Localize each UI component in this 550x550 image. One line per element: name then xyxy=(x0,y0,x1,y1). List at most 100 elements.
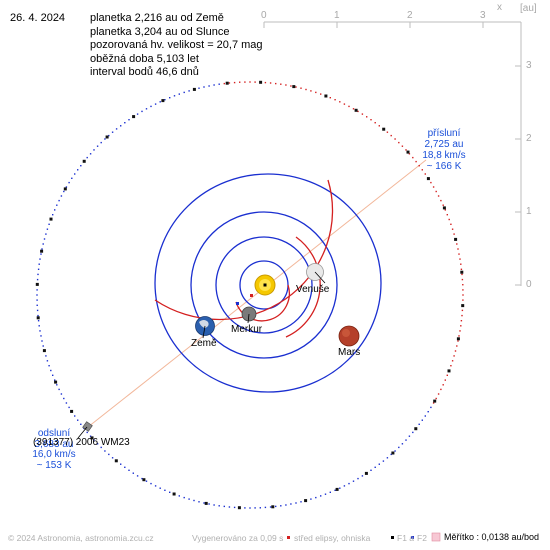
asteroid-position-mark xyxy=(40,249,44,253)
focus-mark xyxy=(236,302,239,305)
asteroid-orbit-dot xyxy=(462,294,464,296)
asteroid-orbit-dot xyxy=(108,134,110,137)
asteroid-orbit-dot xyxy=(424,415,426,417)
asteroid-orbit-dot xyxy=(412,431,414,434)
asteroid-orbit-dot xyxy=(280,83,282,85)
asteroid-orbit-dot xyxy=(442,384,444,386)
asteroid-orbit-dot xyxy=(401,443,404,445)
aphelion-box: odsluní 3,683 au 16,0 km/s ~ 153 K xyxy=(28,428,80,471)
asteroid-orbit-dot xyxy=(164,99,166,101)
asteroid-position-mark xyxy=(35,282,39,286)
asteroid-position-mark xyxy=(42,349,46,353)
x-tick-0: 0 xyxy=(261,10,267,21)
asteroid-orbit-dot xyxy=(188,90,190,92)
aphelion-title: odsluní xyxy=(37,428,71,439)
asteroid-orbit-dot xyxy=(310,498,312,500)
asteroid-orbit-dot xyxy=(77,169,79,171)
asteroid-position-mark xyxy=(391,451,395,455)
asteroid-orbit-dot xyxy=(60,195,63,197)
asteroid-orbit-dot xyxy=(415,160,417,163)
asteroid-orbit-dot xyxy=(412,156,414,159)
asteroid-orbit-dot xyxy=(461,314,463,317)
asteroid-position-mark xyxy=(36,316,40,320)
asteroid-orbit-dot xyxy=(37,268,40,270)
asteroid-orbit-dot xyxy=(453,233,455,235)
asteroid-orbit-dot xyxy=(382,460,385,462)
asteroid-orbit-dot xyxy=(124,122,126,124)
asteroid-orbit-dot xyxy=(461,309,464,312)
asteroid-orbit-dot xyxy=(145,108,148,110)
asteroid-position-mark xyxy=(304,499,308,503)
asteroid-orbit-dot xyxy=(430,181,432,184)
asteroid-position-mark xyxy=(82,159,86,163)
asteroid-orbit-dot xyxy=(36,294,38,296)
asteroid-orbit-dot xyxy=(36,278,39,281)
asteroid-orbit-dot xyxy=(305,88,307,91)
asteroid-orbit-dot xyxy=(295,86,297,88)
asteroid-orbit-dot xyxy=(424,173,426,175)
perihelion-temp: ~ 166 K xyxy=(426,161,462,172)
asteroid-orbit-dot xyxy=(198,87,200,89)
asteroid-orbit-dot xyxy=(451,360,454,362)
asteroid-position-mark xyxy=(382,127,386,131)
asteroid-orbit-dot xyxy=(300,501,302,503)
scale-icon xyxy=(431,532,441,542)
asteroid-orbit-dot xyxy=(111,131,114,133)
asteroid-orbit-dot xyxy=(418,423,420,425)
asteroid-orbit-dot xyxy=(93,439,95,441)
asteroid-position-mark xyxy=(292,85,296,89)
asteroid-orbit-dot xyxy=(444,209,446,211)
asteroid-orbit-dot xyxy=(54,209,56,211)
asteroid-orbit-dot xyxy=(329,97,331,99)
asteroid-orbit-dot xyxy=(203,86,205,88)
asteroid-orbit-dot xyxy=(348,105,350,108)
asteroid-position-mark xyxy=(54,380,58,384)
asteroid-orbit-dot xyxy=(120,463,122,465)
asteroid-position-mark xyxy=(454,237,458,241)
x-tick-2: 2 xyxy=(407,10,413,21)
asteroid-orbit-dot xyxy=(405,439,407,441)
footer-legend-f1: F1 a xyxy=(397,533,415,543)
asteroid-orbit-dot xyxy=(454,350,457,352)
asteroid-orbit-dot xyxy=(100,141,102,144)
asteroid-orbit-dot xyxy=(456,243,458,245)
asteroid-orbit-dot xyxy=(183,91,185,94)
asteroid-position-mark xyxy=(335,487,339,491)
asteroid-orbit xyxy=(35,80,465,510)
asteroid-orbit-dot xyxy=(430,406,432,409)
mars-label: Mars xyxy=(338,347,361,358)
footer-legend-center: střed elipsy, ohniska xyxy=(294,533,371,543)
asteroid-position-mark xyxy=(447,369,451,373)
asteroid-orbit-dot xyxy=(111,457,114,459)
asteroid-orbit-dot xyxy=(269,82,272,84)
asteroid-orbit-dot xyxy=(310,90,312,92)
y-tick-3: 3 xyxy=(526,60,532,71)
axis-ticks xyxy=(263,22,521,286)
asteroid-orbit-dot xyxy=(435,190,437,193)
asteroid-orbit-dot xyxy=(223,505,225,508)
asteroid-orbit-dot xyxy=(457,248,459,250)
asteroid-orbit-dot xyxy=(37,320,40,322)
asteroid-orbit-dot xyxy=(408,153,411,155)
asteroid-orbit-dot xyxy=(63,190,65,193)
asteroid-orbit-dot xyxy=(169,97,171,99)
asteroid-orbit-dot xyxy=(339,487,341,489)
asteroid-position-mark xyxy=(114,459,118,463)
asteroid-orbit-dot xyxy=(132,472,134,474)
asteroid-position-mark xyxy=(456,337,460,341)
asteroid-orbit-dot xyxy=(63,397,65,400)
asteroid-orbit-dot xyxy=(124,466,126,468)
asteroid-orbit-dot xyxy=(361,475,364,477)
y-tick-1: 1 xyxy=(526,206,532,217)
asteroid-orbit-dot xyxy=(40,253,42,255)
aphelion-distance: 3,683 au xyxy=(34,438,74,450)
asteroid-orbit-dot xyxy=(74,173,76,175)
asteroid-orbit-dot xyxy=(37,273,39,276)
asteroid-orbit-dot xyxy=(89,435,92,437)
x-tick-1: 1 xyxy=(334,10,340,21)
asteroid-orbit-dot xyxy=(68,181,70,184)
asteroid-orbit-dot xyxy=(218,505,220,507)
asteroid-orbit-dot xyxy=(104,450,106,452)
aphelion-speed: 16,0 km/s xyxy=(32,449,76,460)
